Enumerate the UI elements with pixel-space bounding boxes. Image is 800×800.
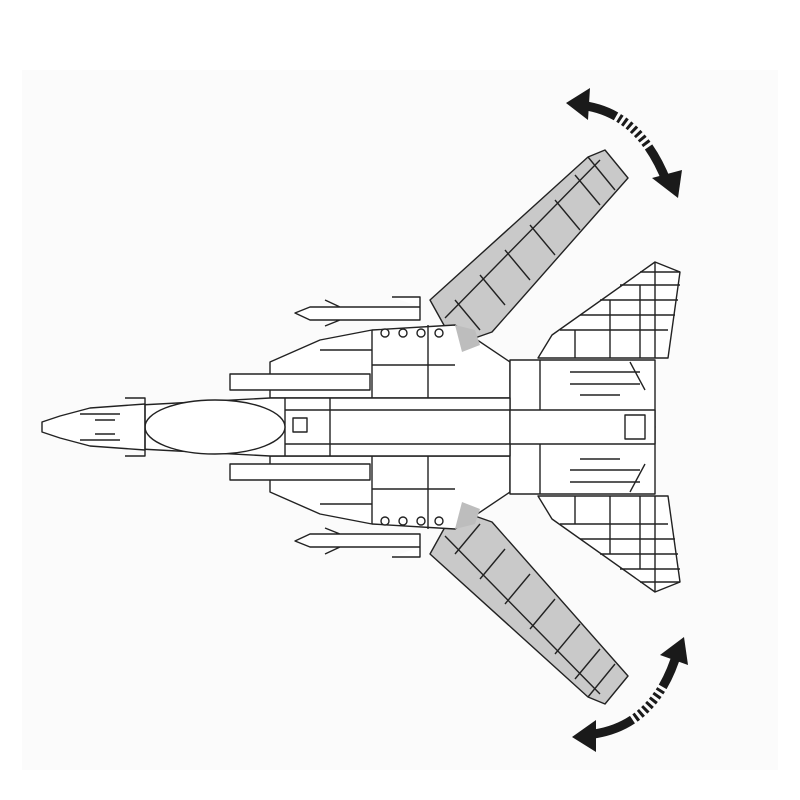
nose-detail — [80, 397, 146, 457]
studs-upper — [345, 328, 444, 385]
engine-upper-detail — [539, 360, 646, 427]
swing-wing-arrow-top — [566, 88, 682, 198]
tail-upper — [537, 261, 681, 359]
pivot-upper — [455, 325, 480, 352]
arrowhead-top-right — [652, 170, 682, 198]
wing-upper-bricks — [444, 156, 616, 331]
fuselage-stud — [292, 417, 308, 433]
arrowhead-bottom-left — [572, 720, 596, 752]
tail-upper-bricks — [560, 262, 680, 358]
intake-upper — [229, 373, 371, 391]
arrowhead-bottom-right — [660, 637, 688, 665]
glove-upper-bricks — [320, 325, 455, 398]
missile-upper — [294, 296, 421, 327]
exhaust-block — [624, 414, 646, 440]
swing-wing-arrow-bottom — [572, 637, 688, 752]
canopy — [144, 399, 286, 455]
arrowhead-top-left — [566, 88, 590, 120]
